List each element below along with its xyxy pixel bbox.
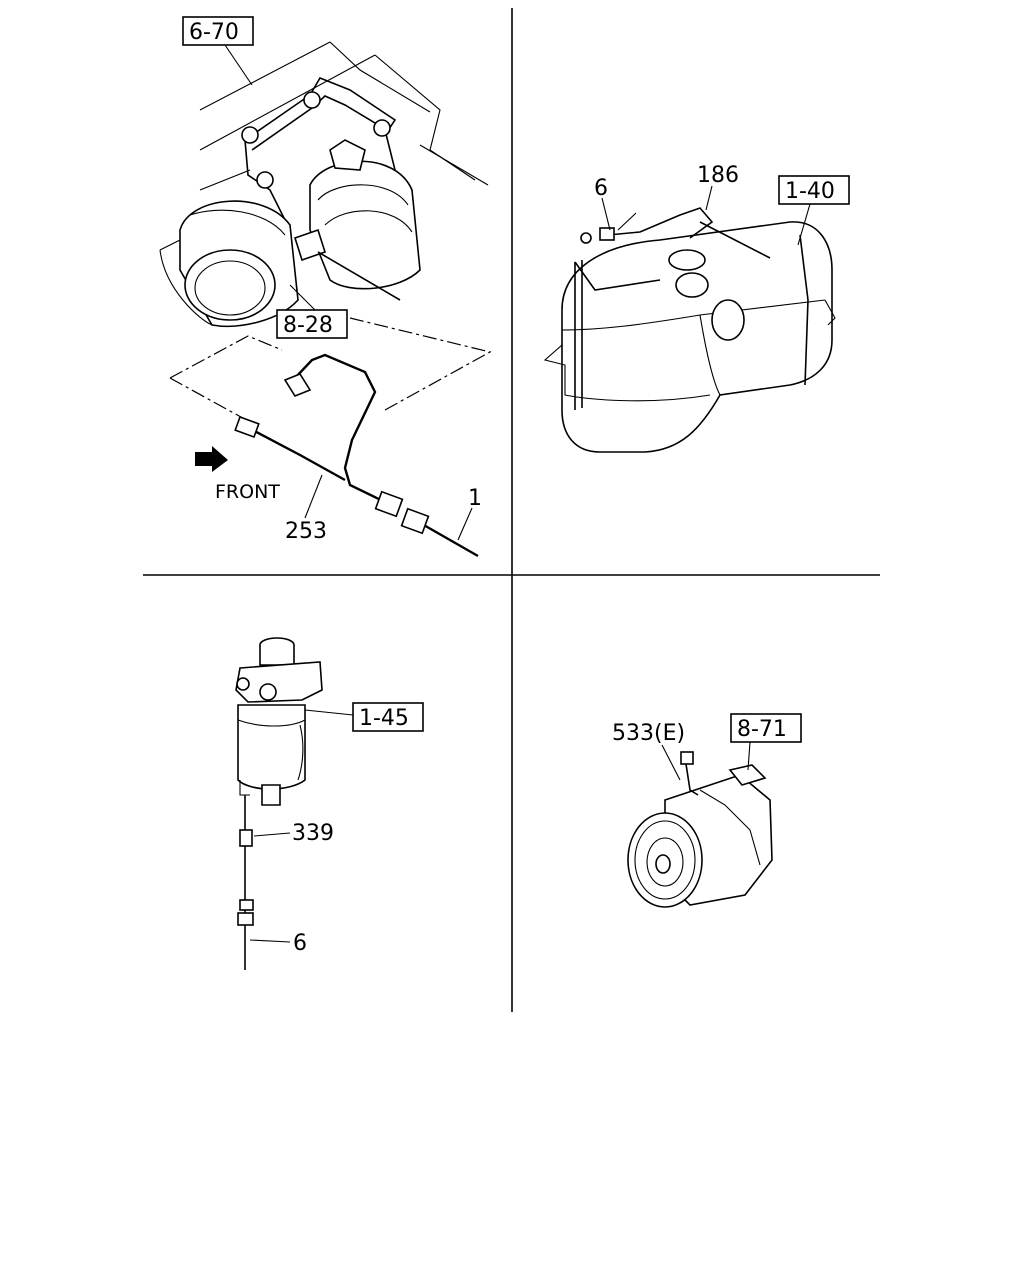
ref-box-6-70	[182, 16, 254, 46]
ref-box-8-71-label: 8-71	[737, 717, 787, 742]
ref-box-8-28-label: 8-28	[283, 313, 333, 338]
fuel-filter	[235, 637, 323, 806]
ref-box-1-40-label: 1-40	[785, 179, 835, 204]
callout-186: 186	[697, 163, 739, 188]
tank-panel: 1-40 6 186	[543, 163, 850, 453]
compressor-panel: 8-71 533(E)	[612, 713, 802, 908]
callout-6-tank: 6	[594, 176, 608, 201]
ref-box-8-28	[276, 309, 348, 339]
ref-box-1-40	[778, 175, 850, 205]
callout-533e: 533(E)	[612, 721, 685, 746]
ref-box-8-71	[730, 713, 802, 743]
wiring-harness	[234, 353, 479, 558]
ac-compressor	[627, 751, 773, 908]
horn-connector	[294, 228, 326, 262]
callout-339: 339	[292, 821, 334, 846]
connector-339	[239, 829, 253, 847]
callout-253: 253	[285, 519, 327, 544]
ref-box-1-45-label: 1-45	[359, 706, 409, 731]
filter-panel: 1-45 339 6	[235, 637, 424, 970]
callout-6-filter: 6	[293, 931, 307, 956]
front-label: FRONT	[215, 481, 280, 503]
horn-left	[159, 200, 299, 328]
horn-panel: 6-70 8-28 FRONT 253 1	[159, 16, 492, 558]
ref-box-6-70-label: 6-70	[189, 20, 239, 45]
ref-box-1-45	[352, 702, 424, 732]
fuel-tank	[561, 221, 833, 453]
horn-right	[309, 139, 421, 290]
callout-1: 1	[468, 486, 482, 511]
front-arrow-icon	[195, 446, 228, 472]
harness-plane	[169, 317, 492, 423]
frame-beam	[199, 41, 489, 191]
horn-bracket	[241, 77, 409, 231]
